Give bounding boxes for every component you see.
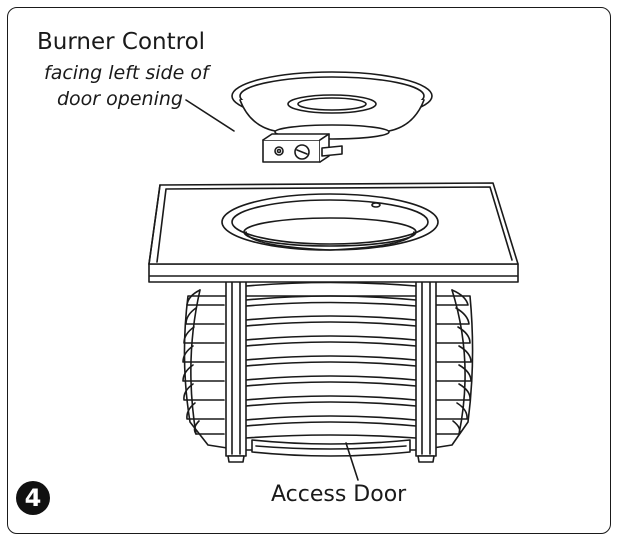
left-ring-stack — [182, 289, 225, 435]
burner-leader-line — [185, 99, 235, 132]
burner-control-valve — [262, 133, 343, 163]
burner-control-label: Burner Control — [37, 29, 206, 55]
access-door-label: Access Door — [271, 482, 407, 507]
figure-frame — [7, 7, 611, 534]
access-door-leader-line — [345, 442, 359, 481]
fire-pit-base — [182, 279, 474, 463]
right-ring-stack — [435, 289, 472, 435]
burner-bowl — [231, 71, 433, 140]
step-number-badge: 4 — [16, 481, 50, 515]
access-door — [251, 439, 411, 457]
table-top — [148, 182, 519, 283]
burner-note-line-2: door opening — [57, 88, 183, 110]
burner-note-line-1: facing left side of — [44, 62, 209, 84]
center-ring-stack — [245, 281, 417, 439]
